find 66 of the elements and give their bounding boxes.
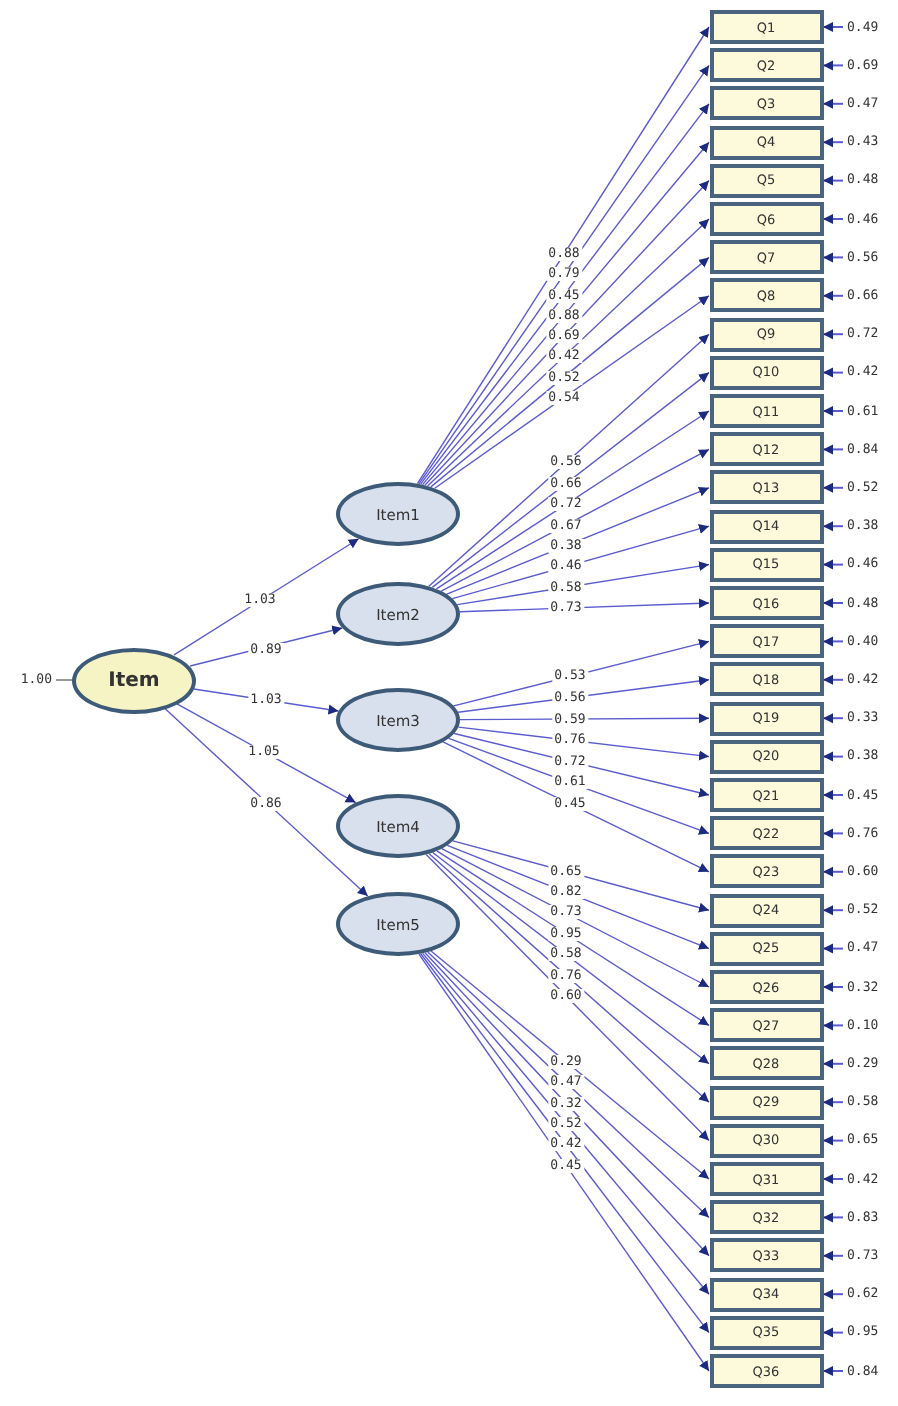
arrow <box>434 295 710 489</box>
arrow <box>456 561 710 606</box>
arrow <box>822 1058 844 1069</box>
arrow <box>822 521 844 532</box>
arrow <box>822 329 844 340</box>
arrow <box>173 538 360 656</box>
arrow <box>822 1020 844 1031</box>
arrow <box>164 707 369 897</box>
arrow <box>428 333 710 587</box>
arrow <box>822 828 844 839</box>
arrow <box>436 850 710 1027</box>
arrow <box>822 1097 844 1108</box>
arrow <box>822 137 844 148</box>
arrow <box>457 726 710 761</box>
arrow <box>430 950 710 1180</box>
arrow <box>459 713 710 724</box>
arrow <box>822 790 844 800</box>
arrow <box>822 290 844 301</box>
arrow <box>176 703 357 804</box>
arrow <box>822 674 844 685</box>
arrow <box>822 252 844 263</box>
arrow <box>822 943 844 954</box>
arrow <box>822 482 844 493</box>
arrow <box>453 639 710 707</box>
arrow <box>822 1250 844 1261</box>
connector-line <box>55 679 73 681</box>
arrow <box>822 22 844 32</box>
arrow <box>822 60 844 71</box>
arrow <box>459 598 710 613</box>
latent-variable-ellipse: Item <box>72 647 196 713</box>
arrow <box>822 367 844 378</box>
arrow <box>822 1289 844 1300</box>
arrow <box>430 256 710 488</box>
arrow <box>453 732 710 798</box>
arrow <box>451 524 710 600</box>
arrow <box>822 175 844 186</box>
arrow <box>822 444 844 455</box>
arrow <box>822 1366 844 1376</box>
arrow <box>822 1174 844 1184</box>
arrow <box>435 410 710 590</box>
arrow <box>822 751 844 762</box>
arrow <box>822 406 844 416</box>
arrow <box>822 598 844 608</box>
arrow <box>457 676 710 713</box>
arrow <box>189 625 343 667</box>
arrow <box>446 486 710 595</box>
arrow <box>192 688 340 715</box>
arrow <box>822 1212 844 1223</box>
arrow <box>446 844 710 950</box>
arrow <box>432 851 710 1065</box>
arrow <box>440 448 710 592</box>
arrow <box>822 1327 844 1338</box>
arrow <box>822 214 844 224</box>
arrow <box>822 982 844 992</box>
arrow <box>822 559 844 570</box>
arrow <box>822 98 844 109</box>
arrow <box>822 905 844 916</box>
arrow <box>822 866 844 877</box>
arrow <box>822 713 844 724</box>
arrow <box>441 847 710 988</box>
arrow <box>452 840 710 913</box>
arrow <box>442 741 710 873</box>
arrow <box>431 371 710 589</box>
arrow <box>447 737 710 835</box>
arrow <box>822 636 844 647</box>
arrow <box>822 1135 844 1146</box>
